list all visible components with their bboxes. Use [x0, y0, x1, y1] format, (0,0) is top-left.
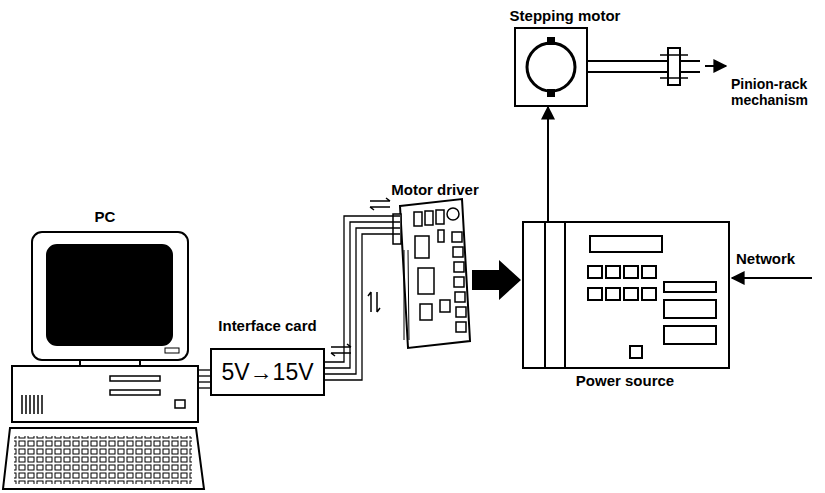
node-outline — [523, 222, 729, 368]
stepping-motor-symbol — [515, 28, 726, 106]
card-text: 5V→15V — [221, 359, 313, 386]
connector — [198, 370, 210, 388]
connector — [325, 216, 400, 380]
node-outline — [400, 199, 470, 349]
connector — [548, 107, 549, 222]
node-group: Power source — [515, 222, 735, 397]
card-box: 5V→15V — [210, 348, 325, 396]
node-heading: Stepping motor — [500, 7, 630, 24]
node-outline — [515, 28, 587, 106]
node-heading: Motor driver — [385, 181, 485, 198]
node-group: Motor driver — [385, 180, 485, 350]
node-group: PC — [0, 205, 210, 425]
node-heading: PC — [0, 208, 210, 225]
node-heading: Interface card — [200, 317, 335, 334]
driver-board — [393, 199, 470, 348]
network-arrow — [732, 277, 812, 279]
node-outline — [12, 366, 198, 422]
part-label: Pinion-rack mechanism — [731, 76, 823, 108]
power-source-unit — [523, 222, 729, 368]
node-group: 5V→15V Interface card — [200, 315, 335, 400]
node-heading: Power source — [515, 372, 735, 389]
part-label: Network — [736, 250, 816, 267]
pc-illustration — [3, 232, 204, 489]
node-group: Stepping motor — [500, 5, 630, 107]
connector — [472, 260, 521, 300]
